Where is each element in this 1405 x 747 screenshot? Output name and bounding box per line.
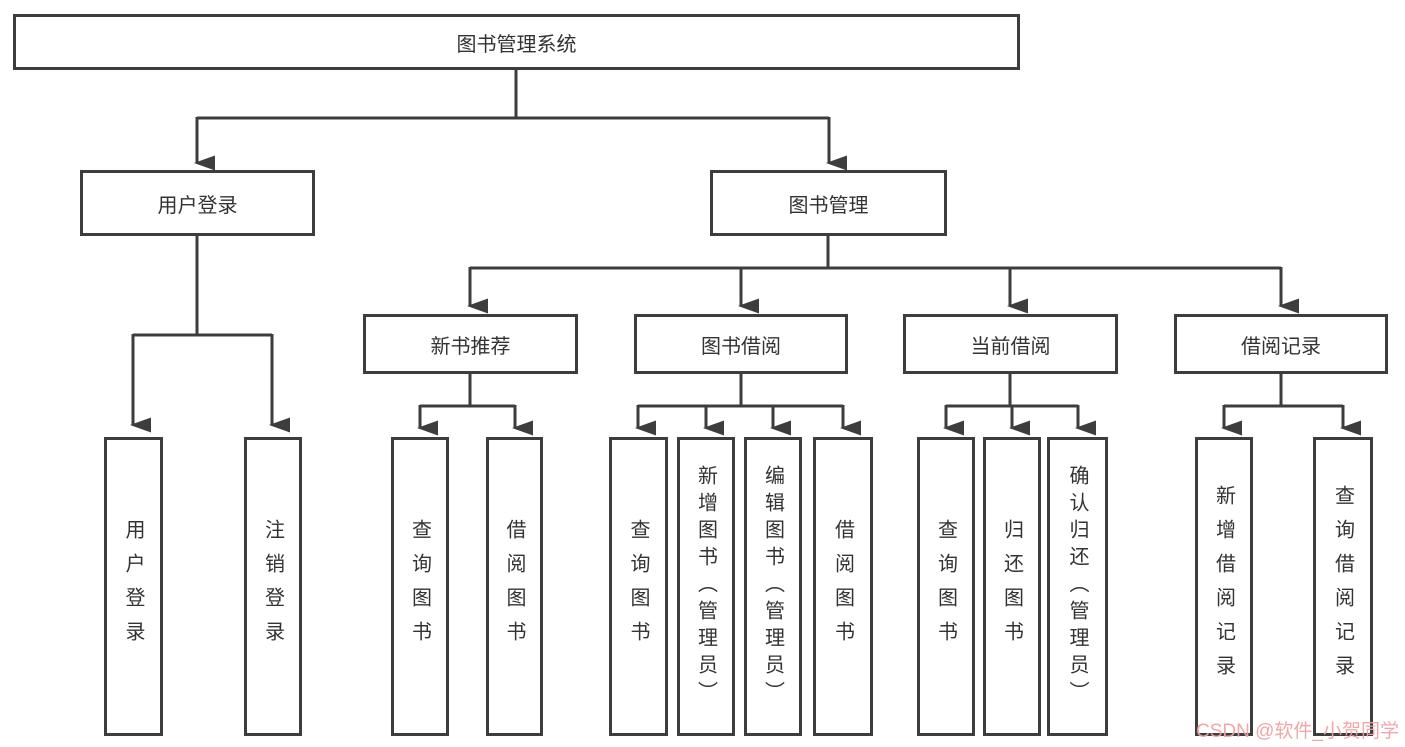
node-borrowing-records: 借阅记录 — [1174, 314, 1388, 374]
node-user-login-group: 用户登录 — [80, 170, 315, 236]
node-label: 图书管理系统 — [456, 33, 577, 56]
node-label: 当前借阅 — [970, 335, 1051, 358]
node-book-management: 图书管理 — [710, 170, 947, 236]
node-label: 借阅图书 — [831, 518, 854, 655]
leaf-user-login: 用户登录 — [104, 437, 163, 736]
node-label: 查询借阅记录 — [1331, 484, 1354, 689]
node-label: 归还图书 — [1000, 518, 1023, 655]
leaf-query-books-recommend: 查询图书 — [391, 437, 449, 736]
leaf-add-books-admin: 新增图书（管理员） — [677, 437, 735, 736]
node-label: 用户登录 — [157, 194, 238, 217]
leaf-query-books-current: 查询图书 — [917, 437, 975, 736]
node-label: 查询图书 — [627, 518, 649, 655]
node-label: 确认归还（管理员） — [1066, 465, 1088, 708]
node-library-management-system: 图书管理系统 — [13, 14, 1020, 70]
node-label: 新书推荐 — [430, 335, 511, 358]
node-label: 借阅图书 — [503, 518, 525, 655]
csdn-watermark: CSDN @软件_小贺同学 — [1196, 721, 1399, 742]
leaf-return-books: 归还图书 — [983, 437, 1041, 736]
node-label: 用户登录 — [122, 518, 144, 655]
node-label: 注销登录 — [261, 518, 284, 655]
node-current-borrowing: 当前借阅 — [903, 314, 1118, 374]
node-label: 图书管理 — [788, 194, 869, 217]
node-label: 查询图书 — [934, 518, 957, 655]
node-label: 编辑图书（管理员） — [761, 465, 784, 708]
node-label: 查询图书 — [408, 518, 431, 655]
leaf-borrow-books-recommend: 借阅图书 — [486, 437, 543, 736]
leaf-query-borrow-record: 查询借阅记录 — [1313, 437, 1373, 736]
node-label: 借阅记录 — [1241, 335, 1321, 358]
node-label: 图书借阅 — [701, 335, 781, 358]
leaf-edit-books-admin: 编辑图书（管理员） — [744, 437, 802, 736]
leaf-query-books-borrowing: 查询图书 — [609, 437, 668, 736]
node-label: 新增图书（管理员） — [694, 465, 717, 708]
node-new-book-recommendation: 新书推荐 — [363, 314, 578, 374]
leaf-borrow-books: 借阅图书 — [813, 437, 873, 736]
leaf-add-borrow-record: 新增借阅记录 — [1195, 437, 1253, 736]
leaf-logout: 注销登录 — [244, 437, 302, 736]
node-book-borrowing: 图书借阅 — [634, 314, 848, 374]
node-label: 新增借阅记录 — [1212, 484, 1235, 689]
leaf-confirm-return-admin: 确认归还（管理员） — [1047, 437, 1108, 736]
